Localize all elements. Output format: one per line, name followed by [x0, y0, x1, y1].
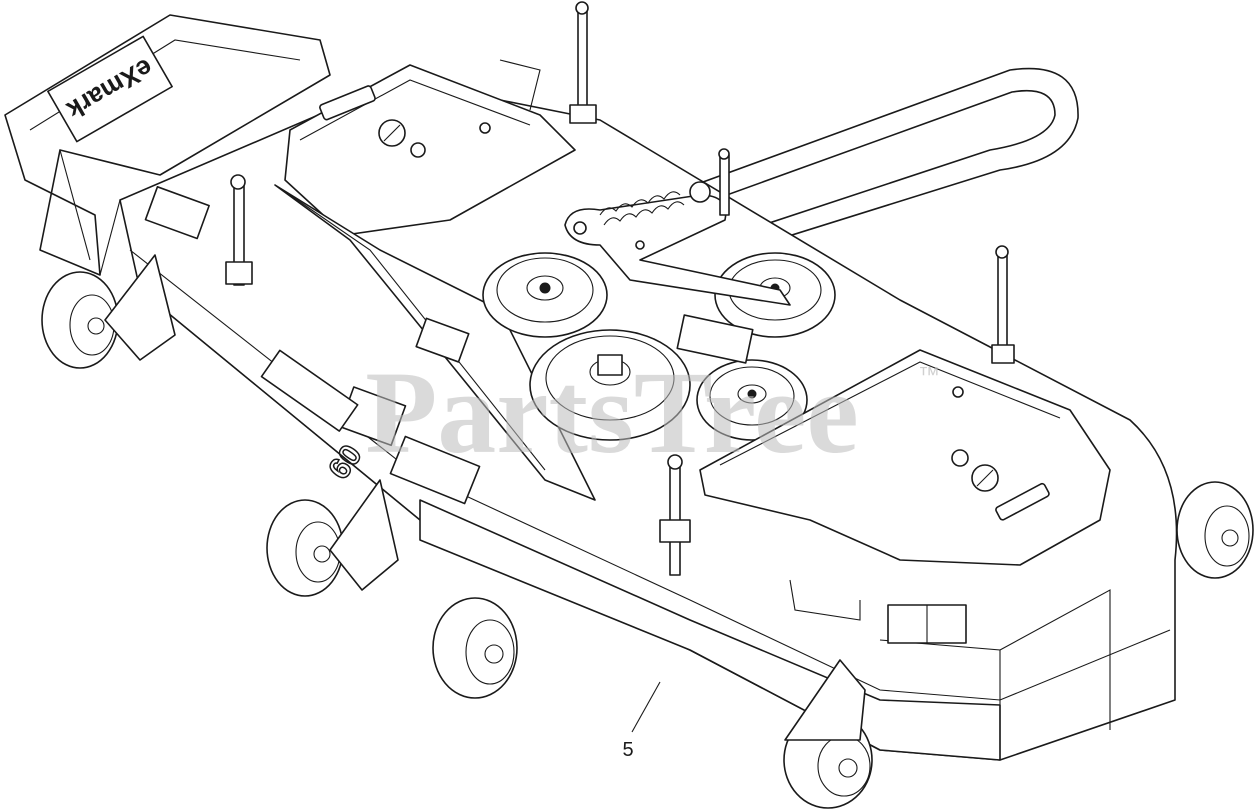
height-pin-left [225, 174, 253, 286]
wheel-front-center [432, 597, 518, 699]
callout-5-label: 5 [622, 739, 633, 761]
wheel-rear-right [1176, 481, 1254, 579]
watermark-text: PartsTree [365, 347, 859, 478]
callout-5: 5 [622, 681, 661, 761]
watermark: PartsTree ™ [365, 347, 940, 478]
pulley-left [482, 252, 608, 338]
drive-belt [639, 67, 1079, 246]
warning-decals [144, 185, 967, 644]
pulley-center [529, 329, 691, 441]
height-pin-center [659, 454, 691, 576]
right-belt-cover [699, 349, 1111, 566]
height-pin-rear [569, 1, 597, 124]
left-belt-cover [284, 64, 576, 236]
wheel-brackets [104, 254, 866, 741]
baffle-rails [499, 59, 861, 621]
height-pin-right-rear [718, 148, 730, 216]
callout-5-leader [631, 681, 661, 733]
height-pin-right [991, 245, 1015, 364]
pulley-idler-right [696, 359, 808, 441]
watermark-trademark: ™ [918, 362, 940, 387]
tension-spring [599, 191, 685, 226]
